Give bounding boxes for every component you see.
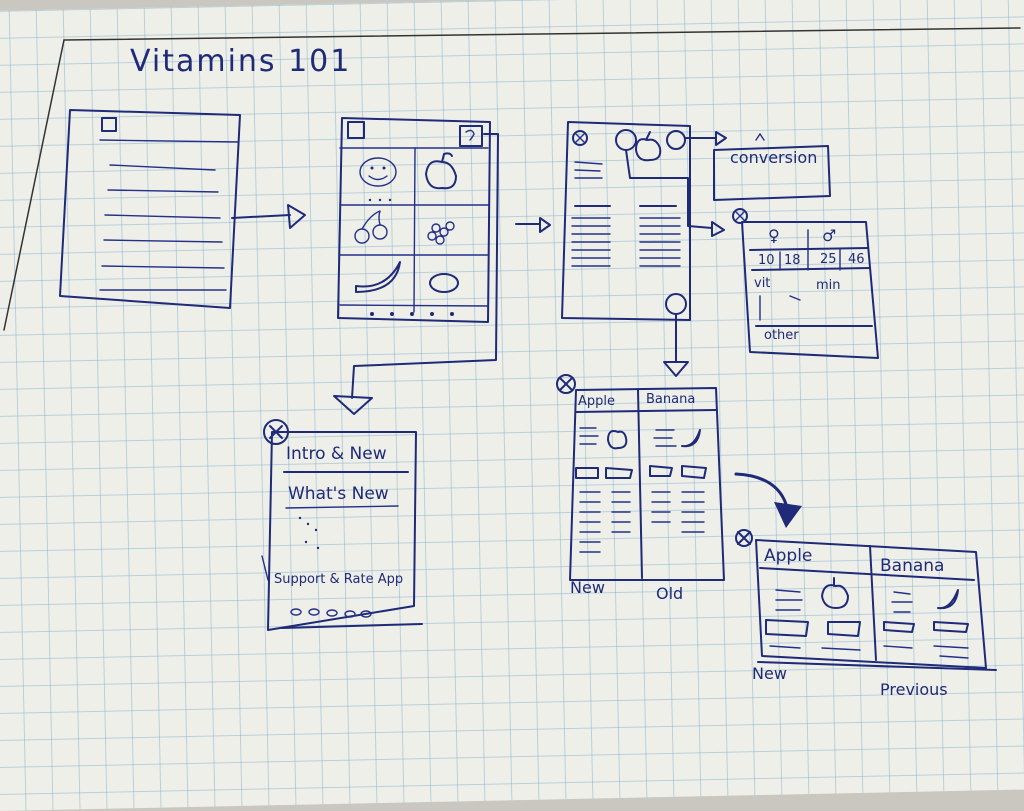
screen-compare-portrait [556, 374, 725, 581]
age-18: 18 [784, 253, 801, 268]
age-46: 46 [848, 252, 865, 267]
screen-list [59, 109, 241, 309]
compare-col-banana: Banana [646, 392, 696, 407]
compare-footer-old: Old [656, 584, 684, 603]
other-label: other [764, 328, 799, 343]
screen-compare-landscape [735, 529, 987, 669]
min-label: min [816, 278, 841, 293]
landscape-col-banana: Banana [880, 556, 945, 576]
screen-fruit-detail [561, 121, 717, 321]
landscape-col-apple: Apple [764, 546, 813, 566]
screen-fruit-grid [337, 117, 491, 323]
age-10: 10 [758, 253, 775, 268]
landscape-footer-new: New [752, 664, 787, 683]
support-label: Support & Rate App [274, 572, 404, 587]
screen-info [261, 419, 423, 631]
whats-new-label: What's New [288, 484, 389, 504]
vit-label: vit [754, 276, 771, 291]
compare-footer-new: New [570, 578, 605, 597]
landscape-footer-previous: Previous [880, 680, 948, 699]
age-25: 25 [820, 252, 837, 267]
compare-col-apple: Apple [578, 394, 616, 409]
female-symbol: ♀ [768, 226, 780, 245]
page-title: Vitamins 101 [130, 44, 352, 79]
male-symbol: ♂ [822, 226, 837, 245]
wireframe-sketch [3, 27, 1021, 671]
info-heading: Intro & New [286, 444, 387, 464]
nutrition-table [732, 208, 879, 359]
conversion-box [713, 132, 831, 201]
conversion-label: conversion [730, 148, 818, 167]
